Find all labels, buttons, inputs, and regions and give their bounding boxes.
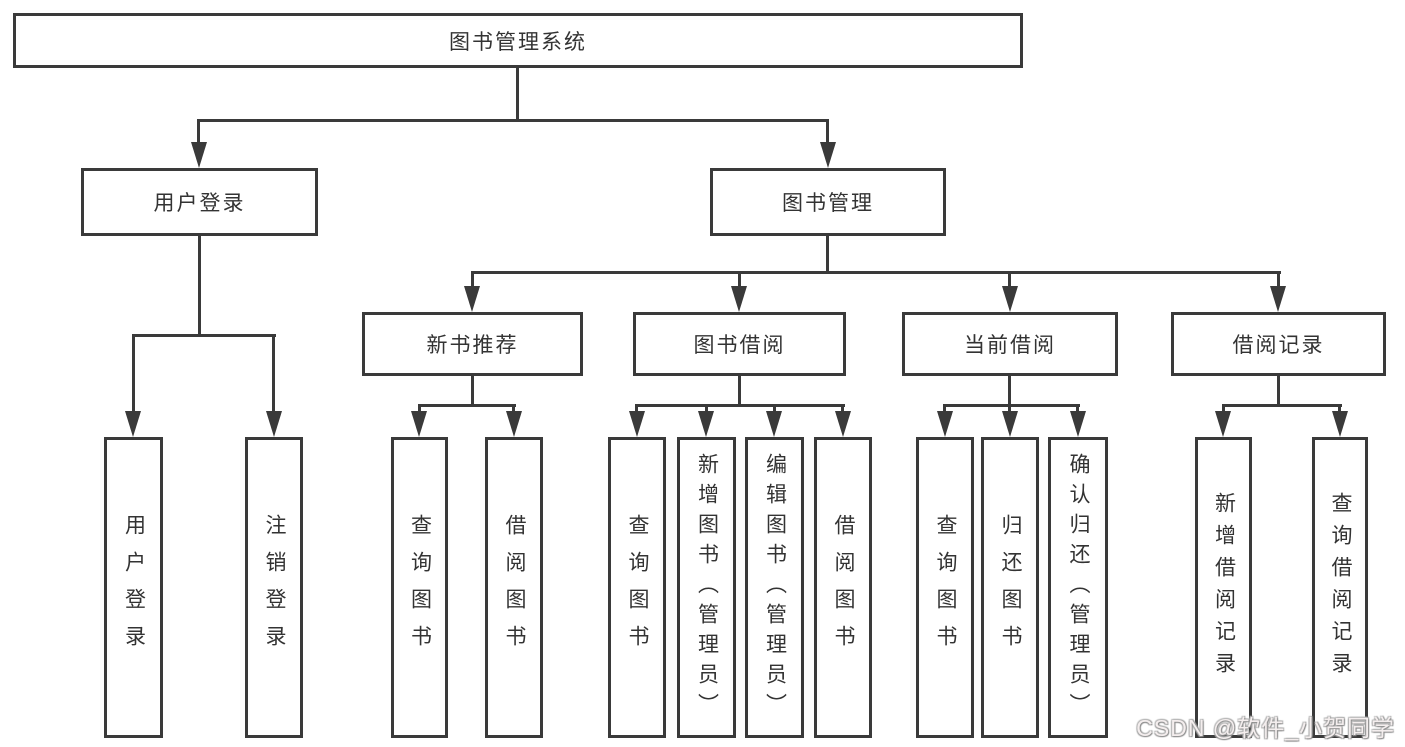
node-borrowing-records: 借阅记录 — [1171, 312, 1386, 376]
arrow-down-icon — [506, 411, 522, 437]
leaf-query-books-2: 查询图书 — [608, 437, 666, 738]
connector-line — [1008, 271, 1011, 292]
connector-line — [132, 334, 135, 414]
connector-line — [738, 376, 741, 407]
connector-line — [272, 334, 275, 414]
leaf-confirm-return-admin: 确认归还（管理员） — [1048, 437, 1108, 738]
node-borrowing-records-label: 借阅记录 — [1232, 334, 1325, 357]
leaf-borrow-books-2: 借阅图书 — [814, 437, 872, 738]
arrow-down-icon — [1070, 411, 1086, 437]
connector-line — [943, 404, 1080, 407]
connector-line — [826, 236, 829, 274]
leaf-logout: 注销登录 — [245, 437, 303, 738]
arrow-down-icon — [629, 411, 645, 437]
node-book-borrowing: 图书借阅 — [633, 312, 846, 376]
node-new-book-recommendation-label: 新书推荐 — [426, 334, 519, 357]
arrow-down-icon — [1270, 286, 1286, 312]
node-current-borrowing-label: 当前借阅 — [964, 334, 1056, 357]
connector-line — [516, 68, 519, 122]
connector-line — [1076, 404, 1079, 414]
leaf-query-books-1: 查询图书 — [391, 437, 448, 738]
connector-line — [198, 119, 829, 122]
leaf-user-login: 用户登录 — [104, 437, 163, 738]
node-book-management-label: 图书管理 — [782, 192, 874, 215]
node-current-borrowing: 当前借阅 — [902, 312, 1118, 376]
connector-line — [1277, 376, 1280, 407]
connector-line — [635, 404, 845, 407]
connector-line — [1338, 404, 1341, 414]
leaf-query-books-3-label: 查询图书 — [934, 513, 957, 662]
leaf-borrow-books-1: 借阅图书 — [485, 437, 543, 738]
leaf-borrow-books-1-label: 借阅图书 — [503, 513, 526, 662]
arrow-down-icon — [835, 411, 851, 437]
leaf-query-books-1-label: 查询图书 — [408, 513, 432, 662]
arrow-down-icon — [766, 411, 782, 437]
connector-line — [198, 236, 201, 337]
arrow-down-icon — [191, 142, 207, 168]
connector-line — [1222, 404, 1342, 407]
leaf-edit-book-admin-label: 编辑图书（管理员） — [763, 452, 787, 723]
connector-line — [1277, 271, 1280, 292]
arrow-down-icon — [464, 286, 480, 312]
arrow-down-icon — [1215, 411, 1231, 437]
arrow-down-icon — [1002, 286, 1018, 312]
arrow-down-icon — [411, 411, 427, 437]
leaf-query-borrow-record: 查询借阅记录 — [1312, 437, 1368, 738]
leaf-add-borrow-record: 新增借阅记录 — [1195, 437, 1252, 738]
arrow-down-icon — [698, 411, 714, 437]
connector-line — [635, 404, 638, 414]
connector-line — [471, 271, 474, 292]
node-new-book-recommendation: 新书推荐 — [362, 312, 583, 376]
node-user-login-label: 用户登录 — [153, 192, 246, 215]
node-book-borrowing-label: 图书借阅 — [693, 334, 786, 357]
connector-line — [705, 404, 708, 414]
leaf-edit-book-admin: 编辑图书（管理员） — [745, 437, 804, 738]
connector-line — [418, 404, 516, 407]
connector-line — [773, 404, 776, 414]
node-user-login: 用户登录 — [81, 168, 318, 236]
csdn-watermark: CSDN @软件_小贺同学 — [1136, 715, 1395, 741]
connector-line — [1008, 376, 1011, 407]
arrow-down-icon — [125, 411, 141, 437]
connector-line — [1222, 404, 1225, 414]
leaf-query-borrow-record-label: 查询借阅记录 — [1329, 491, 1352, 684]
arrow-down-icon — [266, 411, 282, 437]
connector-line — [471, 376, 474, 407]
node-root: 图书管理系统 — [13, 13, 1023, 68]
leaf-user-login-label: 用户登录 — [122, 513, 146, 662]
arrow-down-icon — [820, 142, 836, 168]
leaf-logout-label: 注销登录 — [263, 513, 286, 662]
connector-line — [943, 404, 946, 414]
leaf-return-books-label: 归还图书 — [999, 513, 1022, 662]
leaf-borrow-books-2-label: 借阅图书 — [832, 513, 855, 662]
connector-line — [197, 119, 200, 147]
connector-line — [471, 271, 1281, 274]
connector-line — [841, 404, 844, 414]
node-root-label: 图书管理系统 — [449, 30, 587, 54]
leaf-return-books: 归还图书 — [981, 437, 1039, 738]
connector-line — [1008, 404, 1011, 414]
leaf-query-books-3: 查询图书 — [916, 437, 974, 738]
arrow-down-icon — [1332, 411, 1348, 437]
connector-line — [132, 334, 276, 337]
connector-line — [418, 404, 421, 414]
leaf-add-book-admin-label: 新增图书（管理员） — [695, 452, 719, 723]
arrow-down-icon — [1002, 411, 1018, 437]
arrow-down-icon — [731, 286, 747, 312]
connector-line — [512, 404, 515, 414]
leaf-confirm-return-admin-label: 确认归还（管理员） — [1067, 452, 1090, 723]
connector-line — [826, 119, 829, 147]
leaf-query-books-2-label: 查询图书 — [626, 513, 649, 662]
node-book-management: 图书管理 — [710, 168, 946, 236]
leaf-add-book-admin: 新增图书（管理员） — [677, 437, 736, 738]
leaf-add-borrow-record-label: 新增借阅记录 — [1212, 491, 1236, 684]
connector-line — [738, 271, 741, 292]
arrow-down-icon — [937, 411, 953, 437]
